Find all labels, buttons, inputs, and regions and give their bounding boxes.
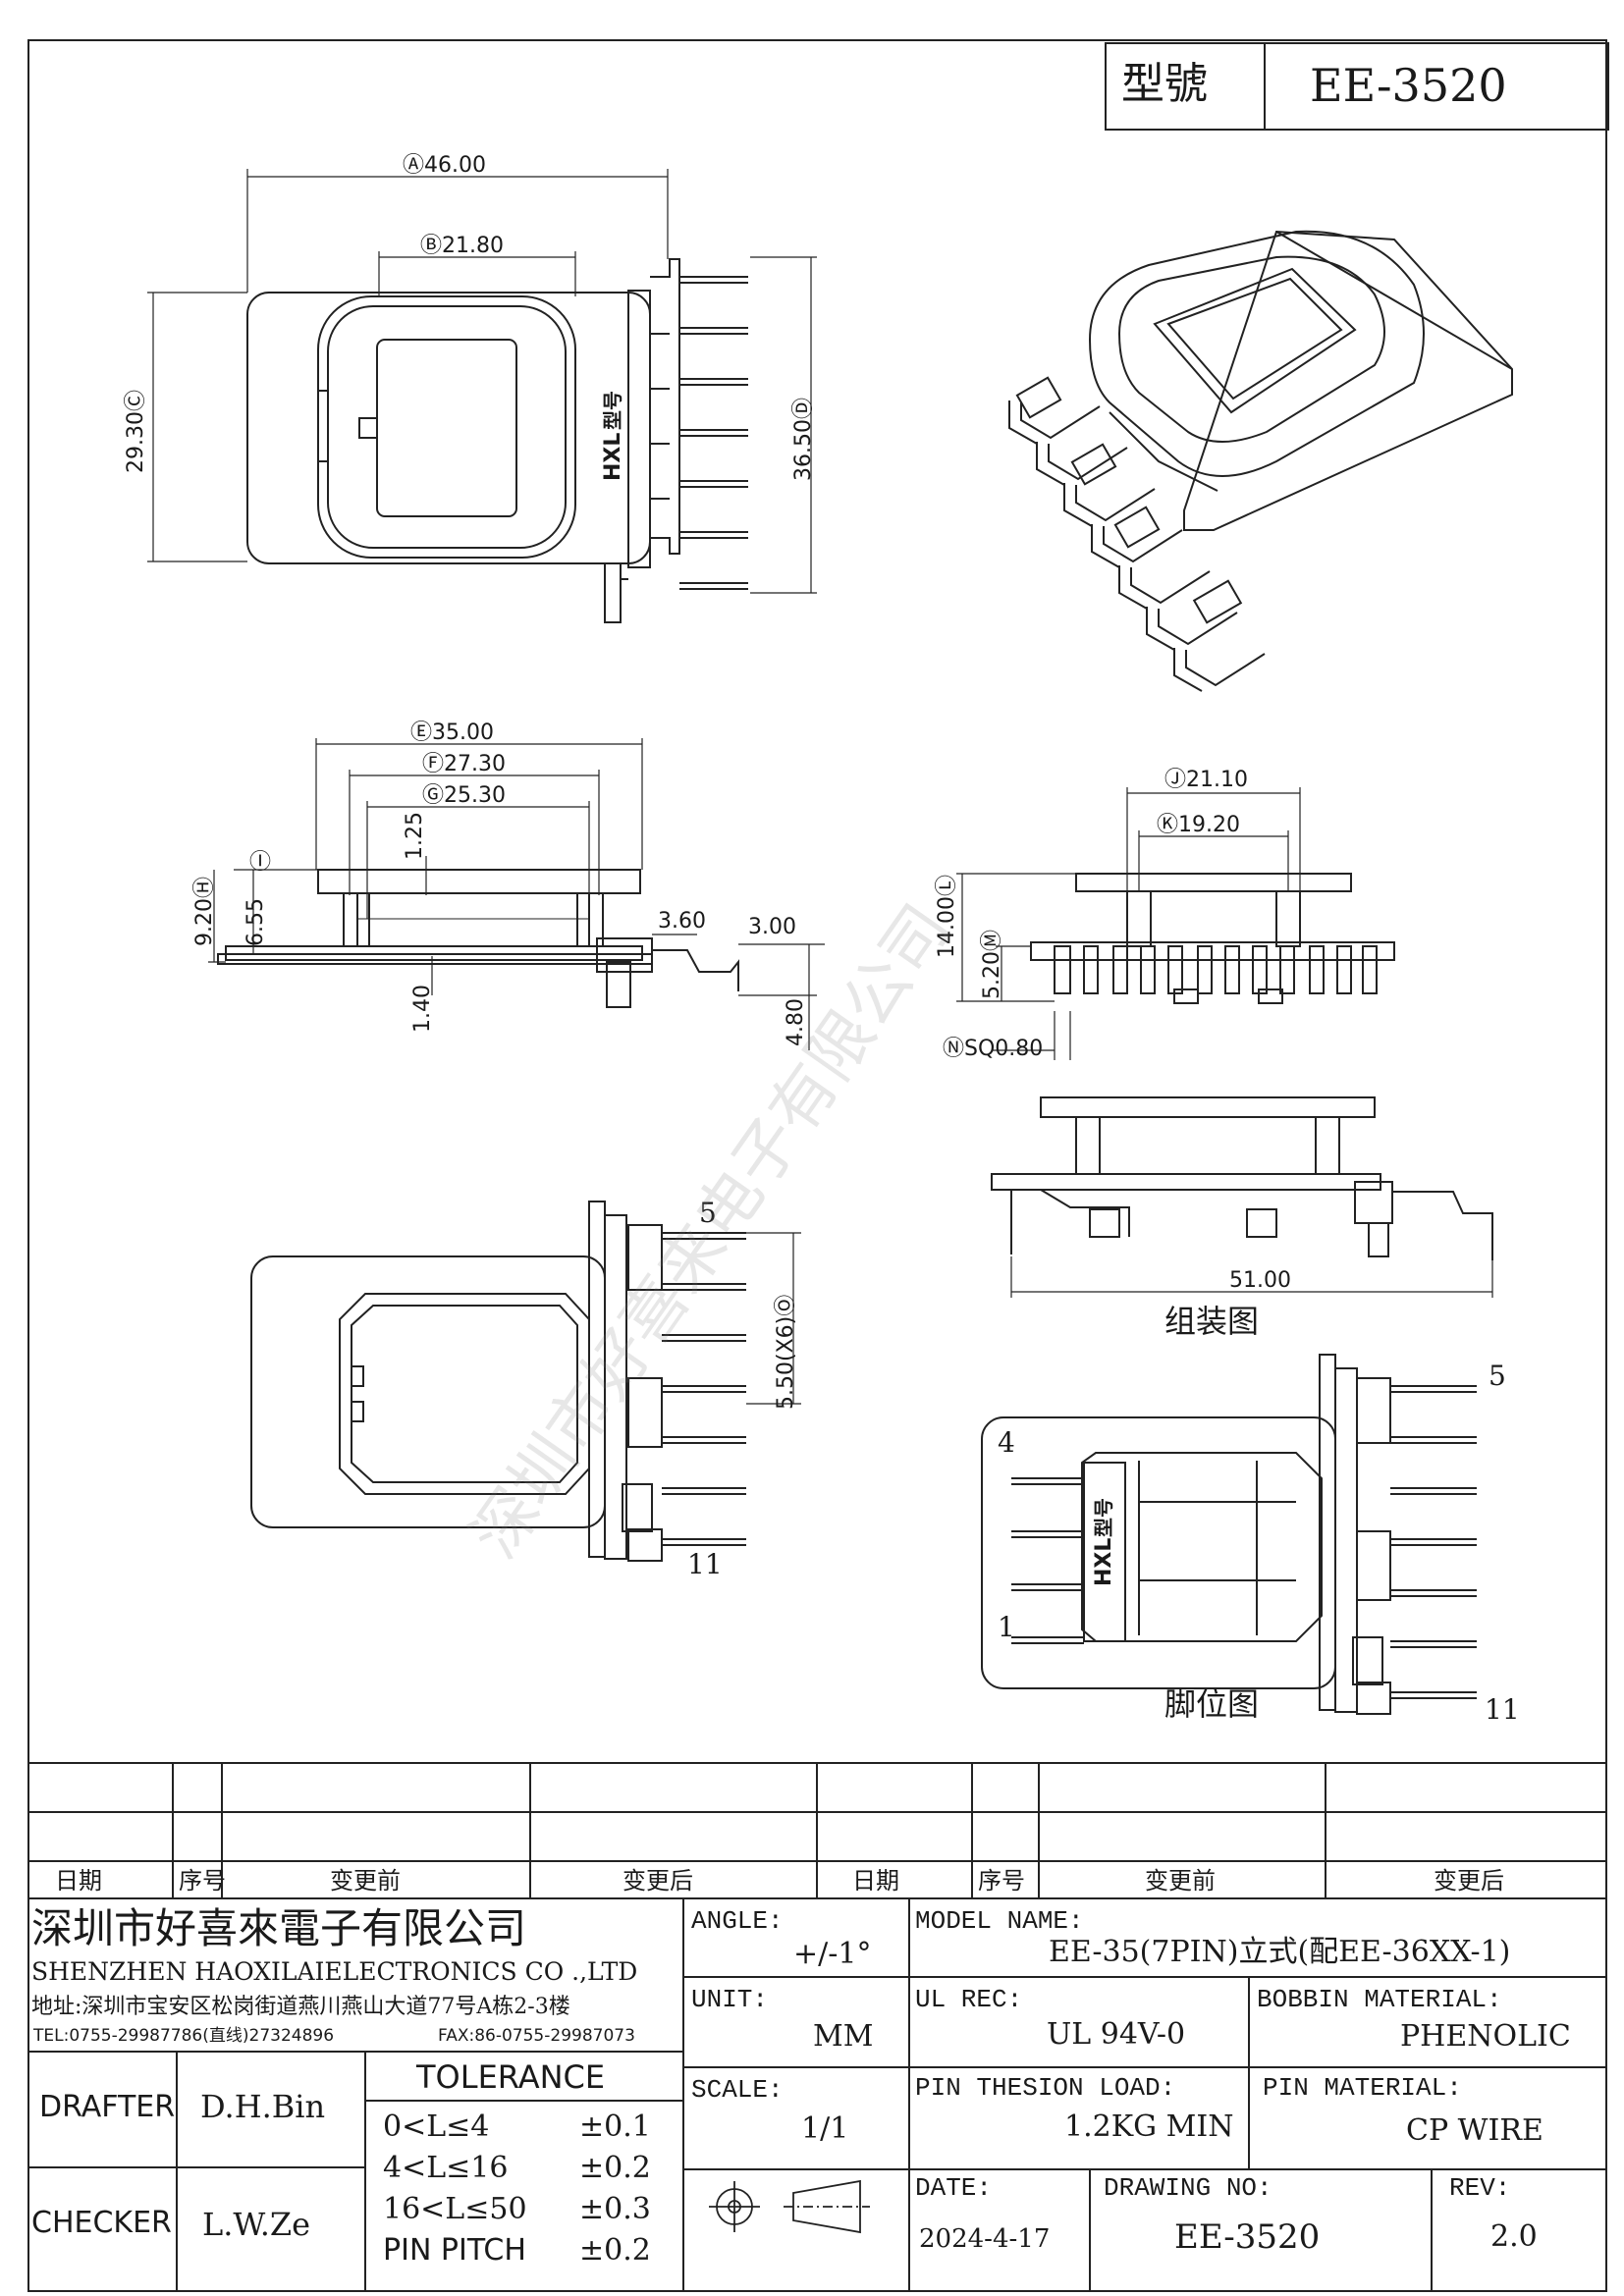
bobbin-material-label: BOBBIN MATERIAL:	[1257, 1985, 1502, 2014]
rev-header-seq-l: 序号	[179, 1867, 226, 1895]
dim-3-60: 3.60	[658, 909, 706, 934]
dim-b: Ⓑ21.80	[420, 234, 504, 258]
unit-value: MM	[813, 2019, 874, 2054]
dim-a: Ⓐ46.00	[403, 153, 486, 178]
company-tel: TEL:0755-29987786(直线)27324896	[33, 2026, 335, 2046]
dim-n: ⓃSQ0.80	[943, 1037, 1044, 1061]
model-name-value: EE-35(7PIN)立式(配EE-36XX-1)	[1049, 1935, 1511, 1969]
company-address: 地址:深圳市宝安区松岗街道燕川燕山大道77号A栋2-3楼	[31, 1995, 570, 2019]
bobbin-model-mark: 型号	[601, 391, 624, 430]
dim-j: Ⓙ21.10	[1164, 768, 1248, 792]
rev-header-seq-r: 序号	[978, 1867, 1025, 1895]
dim-h: 1.25	[403, 812, 427, 860]
pin-1-label: 1	[998, 1611, 1015, 1643]
dim-1-40: 1.40	[410, 985, 435, 1033]
drafter-label: DRAFTER	[39, 2090, 176, 2124]
rev-header-date-l: 日期	[55, 1867, 102, 1895]
pinout-model-mark: 型号	[1092, 1498, 1115, 1537]
pin-4-label: 4	[998, 1426, 1015, 1459]
dim-d: 36.50Ⓓ	[791, 398, 816, 481]
tolerance-range-1: 0<L≤4	[383, 2109, 490, 2144]
pin-material-value: CP WIRE	[1406, 2113, 1543, 2148]
pin-material-label: PIN MATERIAL:	[1263, 2073, 1462, 2103]
dim-g: Ⓖ25.30	[422, 783, 506, 808]
scale-label: SCALE:	[691, 2075, 784, 2105]
dim-m: 5.20Ⓜ	[980, 930, 1004, 999]
angle-label: ANGLE:	[691, 1906, 784, 1936]
tolerance-range-2: 4<L≤16	[383, 2151, 509, 2185]
company-fax: FAX:86-0755-29987073	[438, 2026, 635, 2046]
tolerance-value-3: ±0.3	[579, 2192, 651, 2226]
checker-value: L.W.Ze	[202, 2206, 311, 2243]
rev-header-date-r: 日期	[852, 1867, 899, 1895]
rev-value: 2.0	[1490, 2219, 1538, 2254]
pin-5-label-b: 5	[1489, 1360, 1506, 1392]
tolerance-value-4: ±0.2	[579, 2233, 651, 2268]
model-name-label: MODEL NAME:	[915, 1906, 1084, 1936]
unit-label: UNIT:	[691, 1985, 769, 2014]
pin-11-label-b: 11	[1485, 1693, 1520, 1726]
dim-6-55: 6.55	[244, 898, 268, 946]
model-value: EE-3520	[1310, 59, 1507, 112]
pinout-brand-mark: HXL	[1092, 1537, 1116, 1586]
dim-e: Ⓔ35.00	[410, 721, 494, 745]
drawing-frame	[27, 39, 1607, 2292]
bobbin-material-value: PHENOLIC	[1400, 2019, 1571, 2054]
pin-5-label-a: 5	[699, 1197, 717, 1229]
rev-header-after-l: 变更后	[623, 1867, 693, 1895]
dim-c: 29.30Ⓒ	[124, 390, 148, 473]
dim-51-00: 51.00	[1229, 1268, 1291, 1293]
dim-9-20: 9.20Ⓗ	[192, 877, 217, 946]
rev-label: REV:	[1449, 2173, 1511, 2203]
drawing-no-value: EE-3520	[1174, 2217, 1321, 2257]
dim-o: 5.50(X6)Ⓞ	[774, 1294, 798, 1410]
checker-label: CHECKER	[31, 2206, 172, 2240]
tolerance-title: TOLERANCE	[416, 2058, 606, 2096]
pin-load-label: PIN THESION LOAD:	[915, 2073, 1176, 2103]
rev-header-after-r: 变更后	[1434, 1867, 1504, 1895]
pinout-label: 脚位图	[1164, 1685, 1260, 1723]
tolerance-range-4: PIN PITCH	[383, 2233, 526, 2268]
drawing-no-label: DRAWING NO:	[1104, 2173, 1272, 2203]
angle-value: +/-1°	[793, 1937, 872, 1971]
dim-k: Ⓚ19.20	[1157, 813, 1240, 837]
rev-header-before-r: 变更前	[1145, 1867, 1216, 1895]
tolerance-value-1: ±0.1	[579, 2109, 651, 2144]
company-name-cn: 深圳市好喜來電子有限公司	[31, 1904, 527, 1952]
scale-value: 1/1	[801, 2111, 849, 2146]
ul-value: UL 94V-0	[1047, 2017, 1186, 2052]
dim-f: Ⓕ27.30	[422, 752, 506, 776]
rev-header-before-l: 变更前	[330, 1867, 401, 1895]
ul-label: UL REC:	[915, 1985, 1023, 2014]
tolerance-value-2: ±0.2	[579, 2151, 651, 2185]
company-name-en: SHENZHEN HAOXILAIELECTRONICS CO .,LTD	[31, 1957, 638, 1986]
drafter-value: D.H.Bin	[200, 2088, 326, 2125]
tolerance-range-3: 16<L≤50	[383, 2192, 527, 2226]
date-value: 2024-4-17	[919, 2224, 1051, 2254]
assembly-label: 组装图	[1164, 1303, 1260, 1340]
date-label: DATE:	[915, 2173, 993, 2203]
dim-i: Ⓘ	[249, 850, 272, 875]
pin-load-value: 1.2KG MIN	[1064, 2109, 1234, 2144]
model-label: 型號	[1121, 59, 1208, 109]
pin-11-label-a: 11	[687, 1548, 723, 1580]
bobbin-brand-mark: HXL	[601, 432, 625, 481]
dim-3-00: 3.00	[748, 915, 796, 939]
